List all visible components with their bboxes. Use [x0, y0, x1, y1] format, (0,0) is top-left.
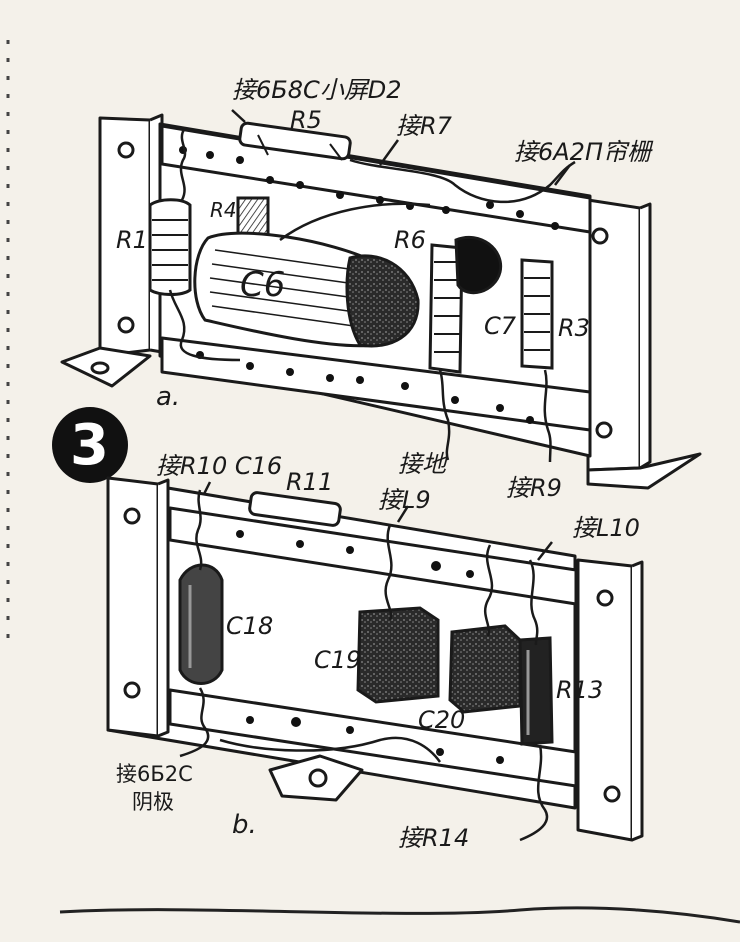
- panel-b-wires: [179, 481, 553, 842]
- label-r11: R11: [286, 468, 334, 496]
- label-r3: R3: [558, 314, 590, 342]
- bottom-edge: [59, 906, 740, 924]
- label-conn-r10-c16: 接R10 C16: [156, 452, 283, 480]
- label-c19: C19: [314, 646, 362, 674]
- label-ground: 接地: [398, 450, 446, 478]
- panel-a-wires: [168, 109, 576, 463]
- figure-number-badge: [52, 407, 128, 483]
- caption-b: b.: [232, 810, 257, 840]
- label-c18: C18: [226, 612, 274, 640]
- label-conn-l10: 接L10: [572, 514, 640, 542]
- label-r13: R13: [556, 676, 604, 704]
- label-conn-6a2p: 接6A2Π帘栅: [514, 138, 652, 166]
- label-conn-6b2c: 接6Б2C: [116, 762, 193, 786]
- label-conn-r14: 接R14: [398, 824, 470, 852]
- panel-b-components: [178, 491, 554, 746]
- label-cathode: 阴极: [132, 790, 174, 814]
- label-conn-r9: 接R9: [506, 474, 562, 502]
- label-c6: C6: [240, 265, 286, 305]
- label-c7: C7: [484, 312, 517, 340]
- figure-number: 3: [70, 413, 109, 478]
- panel-b-holes: [236, 530, 504, 764]
- label-c20: C20: [418, 706, 466, 734]
- label-conn-l9: 接L9: [378, 486, 431, 514]
- panel-b-assembly: [106, 476, 644, 842]
- label-r1: R1: [116, 226, 148, 254]
- caption-a: a.: [156, 382, 181, 412]
- panel-a-components: [148, 121, 554, 374]
- label-r5: R5: [290, 106, 322, 134]
- label-conn-6b8c: 接6Б8C小屏D2: [232, 76, 402, 104]
- label-conn-r7: 接R7: [396, 112, 452, 140]
- label-r4: R4: [210, 198, 237, 222]
- label-r6: R6: [394, 226, 426, 254]
